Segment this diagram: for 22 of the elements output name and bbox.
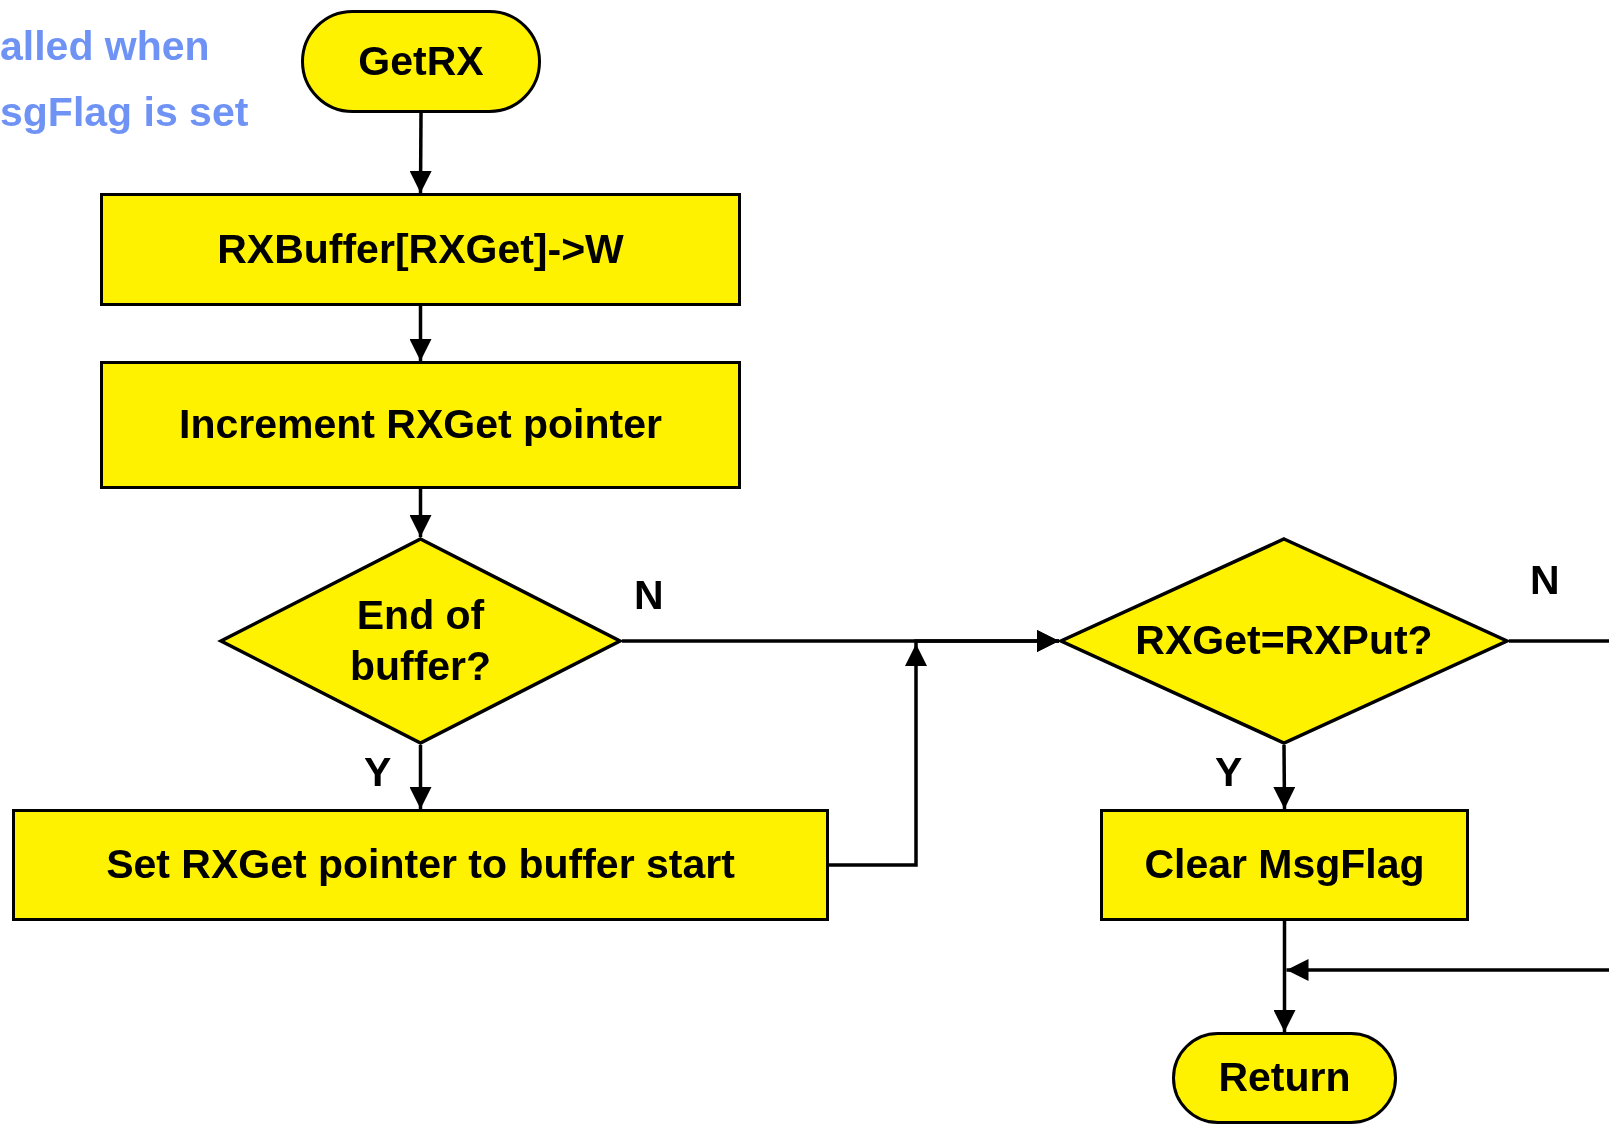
node-text: Set RXGet pointer to buffer start <box>106 840 735 890</box>
node-text: Return <box>1218 1053 1351 1103</box>
arrow <box>1286 959 1609 981</box>
process-box <box>100 361 741 489</box>
arrow <box>409 745 432 809</box>
decision-diamond <box>219 537 622 745</box>
arrow <box>409 489 432 537</box>
process-box <box>1100 809 1469 921</box>
arrow <box>1273 921 1296 1032</box>
node-text: GetRX <box>358 36 484 86</box>
process-box <box>12 809 829 921</box>
decision-diamond <box>1059 537 1509 745</box>
node-text: RXGet=RXPut? <box>1134 616 1434 666</box>
node-text: End of buffer? <box>348 590 493 691</box>
note-text: alled when sgFlag is set <box>0 22 250 137</box>
arrow <box>409 113 432 193</box>
arrow <box>1273 745 1296 809</box>
process-box <box>100 193 741 306</box>
arrow <box>409 306 432 361</box>
node-text: RXBuffer[RXGet]->W <box>217 224 624 274</box>
node-text: Clear MsgFlag <box>1144 840 1425 890</box>
node-text: Increment RXGet pointer <box>179 400 662 450</box>
